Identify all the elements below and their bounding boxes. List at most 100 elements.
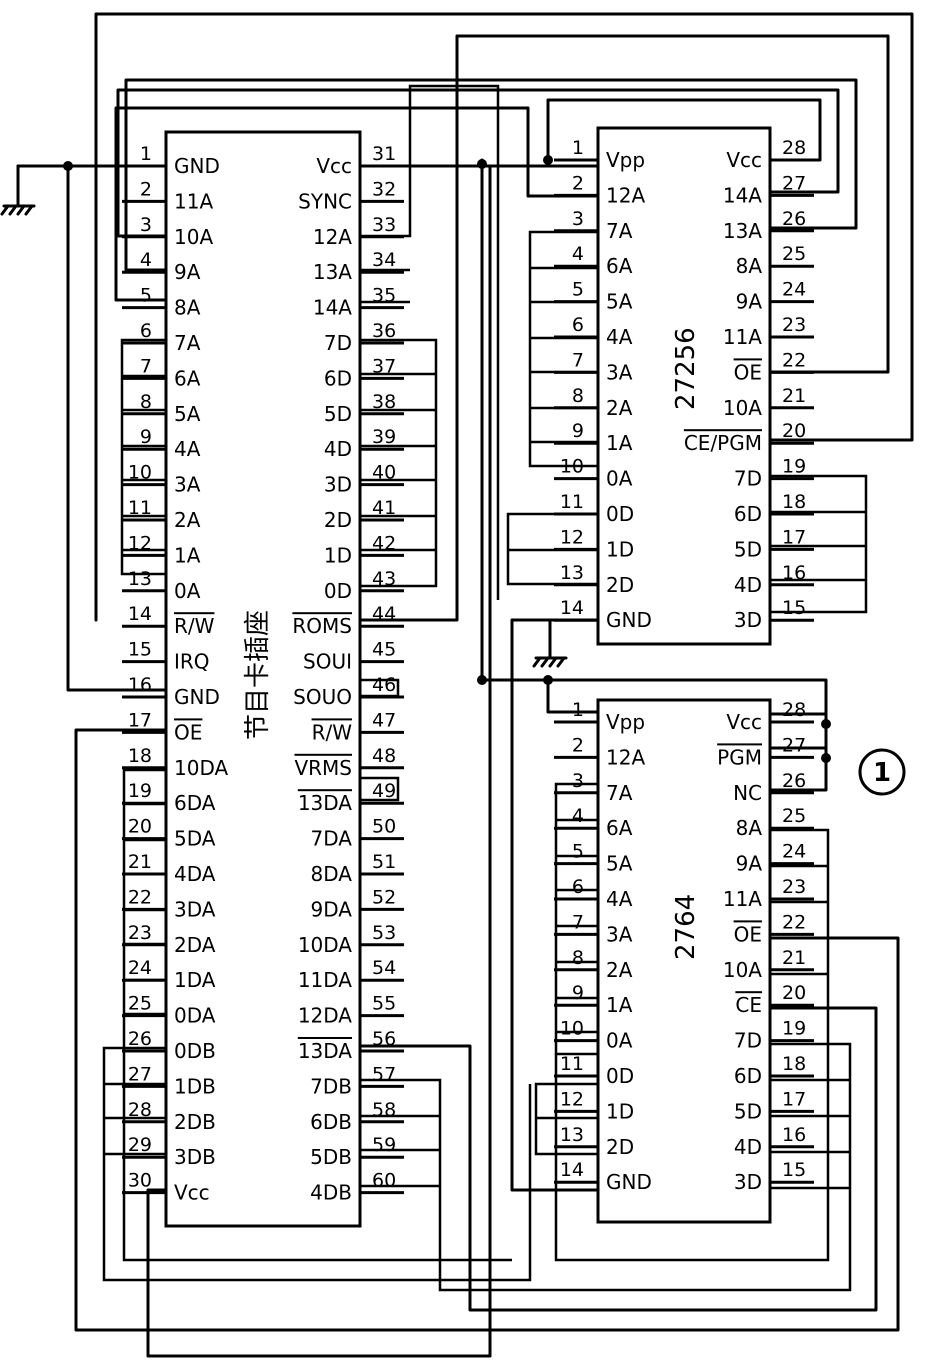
socket-left-pin-7-number: 7 xyxy=(140,355,152,377)
socket-right-pin-44-label: ROMS xyxy=(292,614,352,638)
c27256-right-pin-15-label: 3D xyxy=(734,608,762,632)
c27256-left-pin-2-number: 2 xyxy=(572,172,584,194)
c27256-right-pin-23-number: 23 xyxy=(782,314,806,336)
socket-left-pin-7-label: 6A xyxy=(174,366,201,390)
socket-left-pin-20-label: 5DA xyxy=(174,827,216,851)
c27256-right-pin-19-number: 19 xyxy=(782,456,806,478)
c27256-left-pin-10-label: 0A xyxy=(606,467,633,491)
socket-right-pin-54-label: 11DA xyxy=(298,968,352,992)
socket-right-pin-34-label: 13A xyxy=(313,260,352,284)
junction-dot-icon xyxy=(63,155,831,763)
c27256-left-pin-2-label: 12A xyxy=(606,183,645,207)
c27256-right-pin-26-label: 13A xyxy=(723,219,762,243)
c27256-left-pin-13-number: 13 xyxy=(560,562,584,584)
c27256-right-pin-24-number: 24 xyxy=(782,279,806,301)
socket-left-pin-1-number: 1 xyxy=(140,143,152,165)
socket-right-pin-39-label: 4D xyxy=(324,437,352,461)
socket-left-pin-16-number: 16 xyxy=(128,674,152,696)
c2764-right-pin-22-number: 22 xyxy=(782,911,806,933)
socket-right-pin-59-number: 59 xyxy=(372,1134,396,1156)
socket-right-pin-35-number: 35 xyxy=(372,285,396,307)
c27256-left-pin-6-label: 4A xyxy=(606,325,633,349)
c27256-right-pin-25-number: 25 xyxy=(782,243,806,265)
socket-right-pin-32-number: 32 xyxy=(372,178,396,200)
c2764-left-pin-9-number: 9 xyxy=(572,982,584,1004)
c2764-left-pin-2-label: 12A xyxy=(606,745,645,769)
socket-right-pin-58-label: 6DB xyxy=(310,1110,352,1134)
c2764-left-pin-10-number: 10 xyxy=(560,1018,584,1040)
socket-left-pin-16-label: GND xyxy=(174,685,220,709)
socket-left-pin-22-label: 3DA xyxy=(174,897,216,921)
socket-right-pin-56-label: 13DA xyxy=(298,1039,352,1063)
socket-left-pin-18-label: 10DA xyxy=(174,756,228,780)
c27256-left-pin-11-number: 11 xyxy=(560,491,584,513)
socket-left-pin-13-label: 0A xyxy=(174,579,201,603)
socket-left-pin-27-number: 27 xyxy=(128,1063,152,1085)
c2764-right-pin-19-number: 19 xyxy=(782,1018,806,1040)
wiring xyxy=(16,12,914,1358)
c2764-left-pin-13-number: 13 xyxy=(560,1124,584,1146)
c27256-left-pin-4-number: 4 xyxy=(572,243,584,265)
socket-right-pin-31-label: Vcc xyxy=(316,154,352,178)
socket-right-pin-57-number: 57 xyxy=(372,1063,396,1085)
socket-left-pin-11-number: 11 xyxy=(128,497,152,519)
c2764-left-pin-5-number: 5 xyxy=(572,841,584,863)
c27256-right-pin-23-label: 11A xyxy=(723,325,762,349)
socket-left-pin-15-number: 15 xyxy=(128,639,152,661)
c27256-right-pin-25-label: 8A xyxy=(736,254,763,278)
c2764-left-pin-1-label: Vpp xyxy=(606,710,645,734)
c2764-left-pin-5-label: 5A xyxy=(606,852,633,876)
socket-right-pin-49-label: 13DA xyxy=(298,791,352,815)
c2764-right-pin-25-label: 8A xyxy=(736,816,763,840)
c2764-right-pin-20-label: CE xyxy=(735,993,762,1017)
socket-right-pin-34-number: 34 xyxy=(372,249,396,271)
c27256-left-pin-14-label: GND xyxy=(606,608,652,632)
socket-right-pin-47-number: 47 xyxy=(372,709,396,731)
c27256-right-pin-21-label: 10A xyxy=(723,396,762,420)
c27256-right-pin-19-label: 7D xyxy=(734,467,762,491)
c2764-left-pin-1-number: 1 xyxy=(572,699,584,721)
c2764-left-pin-13-label: 2D xyxy=(606,1135,634,1159)
c2764-left-pin-12-number: 12 xyxy=(560,1088,584,1110)
c27256-left-pin-1-number: 1 xyxy=(572,137,584,159)
c2764-right-pin-16-label: 4D xyxy=(734,1135,762,1159)
socket-left-pin-10-number: 10 xyxy=(128,462,152,484)
socket-left-pin-29-label: 3DB xyxy=(174,1145,216,1169)
socket-left-pin-3-label: 10A xyxy=(174,225,213,249)
c2764-right-pin-23-number: 23 xyxy=(782,876,806,898)
socket-right-pin-48-label: VRMS xyxy=(294,756,352,780)
socket-right-pin-43-number: 43 xyxy=(372,568,396,590)
socket-right-pin-60-number: 60 xyxy=(372,1170,396,1192)
c2764-right-pin-27-label: PGM xyxy=(717,745,762,769)
socket-left-pin-20-number: 20 xyxy=(128,816,152,838)
c2764-right-pin-28-number: 28 xyxy=(782,699,806,721)
socket-right-pin-55-number: 55 xyxy=(372,993,396,1015)
c27256-left-pin-8-label: 2A xyxy=(606,396,633,420)
socket-right-pin-51-number: 51 xyxy=(372,851,396,873)
socket-left-pin-17-label: OE xyxy=(174,720,202,744)
c2764-left-pin-14-label: GND xyxy=(606,1170,652,1194)
socket-right-pin-60-label: 4DB xyxy=(310,1181,352,1205)
c2764-left-pin-9-label: 1A xyxy=(606,993,633,1017)
c27256-left-pin-3-label: 7A xyxy=(606,219,633,243)
c27256-left-pin-8-number: 8 xyxy=(572,385,584,407)
c2764-right-pin-24-number: 24 xyxy=(782,841,806,863)
c27256-left-pin-10-number: 10 xyxy=(560,456,584,478)
figure-number: 1 xyxy=(873,758,891,788)
c2764-left-pin-11-label: 0D xyxy=(606,1064,634,1088)
c2764-left-pin-7-label: 3A xyxy=(606,922,633,946)
c2764-right-pin-15-label: 3D xyxy=(734,1170,762,1194)
socket-left-pin-9-number: 9 xyxy=(140,426,152,448)
c27256-right-pin-21-number: 21 xyxy=(782,385,806,407)
c2764-right-pin-21-label: 10A xyxy=(723,958,762,982)
socket-right-pin-32-label: SYNC xyxy=(298,189,352,213)
c27256-left-pin-12-number: 12 xyxy=(560,526,584,548)
c2764-left-pin-12-label: 1D xyxy=(606,1099,634,1123)
c27256-left-pin-5-label: 5A xyxy=(606,290,633,314)
chip-2764-body xyxy=(596,698,772,1224)
socket-name: 节目卡插座 xyxy=(243,610,273,740)
socket-right-pin-41-number: 41 xyxy=(372,497,396,519)
c27256-left-pin-12-label: 1D xyxy=(606,537,634,561)
